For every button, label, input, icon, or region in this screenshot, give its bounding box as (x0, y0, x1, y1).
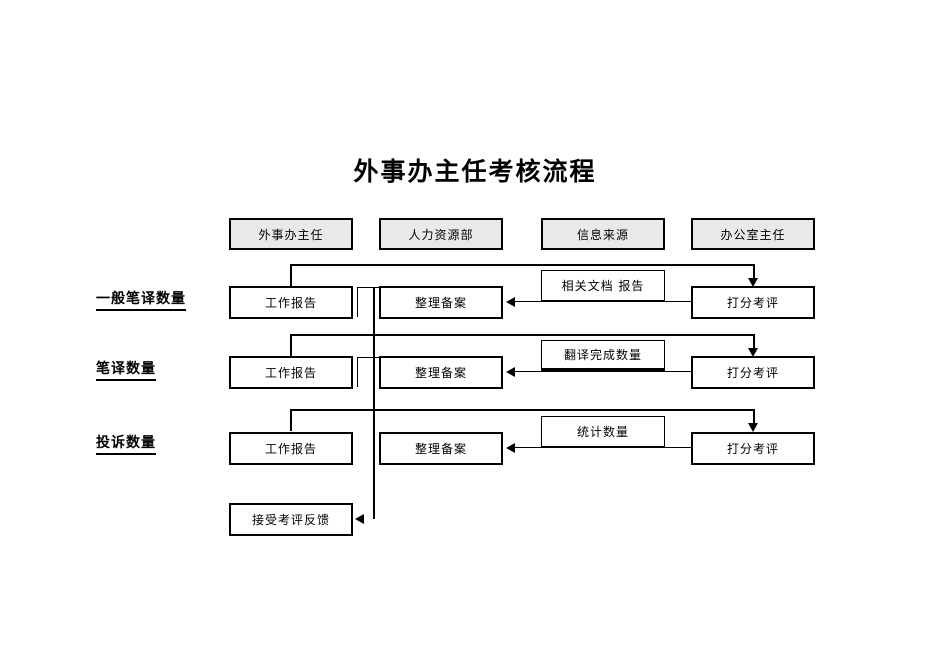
connector-feedback-trunk (373, 287, 375, 519)
connector-row1-source-to-archive (508, 301, 698, 302)
row-label-written-translation-volume: 笔译数量 (96, 358, 156, 381)
connector-row2-report-archive-horizontal (357, 357, 381, 358)
page-title: 外事办主任考核流程 (353, 157, 597, 186)
arrowhead-row1-into-archive (506, 297, 515, 307)
column-header-office-director: 办公室主任 (691, 218, 815, 250)
column-header-foreign-affairs-director: 外事办主任 (229, 218, 353, 250)
node-row2-work-report: 工作报告 (229, 356, 353, 389)
arrowhead-row3-into-score (748, 423, 758, 432)
connector-row1-top-across (290, 264, 755, 266)
arrowhead-row1-into-score (748, 278, 758, 287)
node-row3-archive: 整理备案 (379, 432, 503, 465)
column-header-hr-department: 人力资源部 (379, 218, 503, 250)
connector-row1-down-to-score (753, 264, 755, 283)
connector-row2-down-to-score (753, 334, 755, 353)
arrowhead-row3-into-archive (506, 443, 515, 453)
node-row2-score-evaluation: 打分考评 (691, 356, 815, 389)
connector-row2-report-up (290, 334, 292, 356)
arrowhead-row2-into-archive (506, 367, 515, 377)
node-row1-work-report: 工作报告 (229, 286, 353, 319)
connector-row1-report-up (290, 264, 292, 286)
node-row3-information-source: 统计数量 (541, 416, 665, 447)
connector-row2-source-to-archive (508, 371, 698, 372)
node-row3-work-report: 工作报告 (229, 432, 353, 465)
node-receive-feedback: 接受考评反馈 (229, 503, 353, 536)
arrowhead-into-feedback (355, 514, 364, 524)
row-label-complaint-volume: 投诉数量 (96, 432, 156, 455)
connector-row2-top-across (290, 334, 755, 336)
connector-row3-top-across (290, 409, 755, 411)
connector-row1-report-archive-vertical (357, 287, 358, 317)
node-row1-information-source: 相关文档 报告 (541, 270, 665, 301)
connector-row1-report-archive-horizontal (357, 287, 381, 288)
connector-row3-down-to-score (753, 409, 755, 428)
node-row2-information-source: 翻译完成数量 (541, 340, 665, 371)
row-label-general-translation-volume: 一般笔译数量 (96, 288, 186, 311)
connector-row3-source-to-archive (508, 447, 698, 448)
arrowhead-row2-into-score (748, 348, 758, 357)
connector-row3-report-up (290, 409, 292, 431)
node-row3-score-evaluation: 打分考评 (691, 432, 815, 465)
node-row2-archive: 整理备案 (379, 356, 503, 389)
node-row1-archive: 整理备案 (379, 286, 503, 319)
connector-row2-report-archive-vertical (357, 357, 358, 387)
column-header-information-source: 信息来源 (541, 218, 665, 250)
node-row1-score-evaluation: 打分考评 (691, 286, 815, 319)
